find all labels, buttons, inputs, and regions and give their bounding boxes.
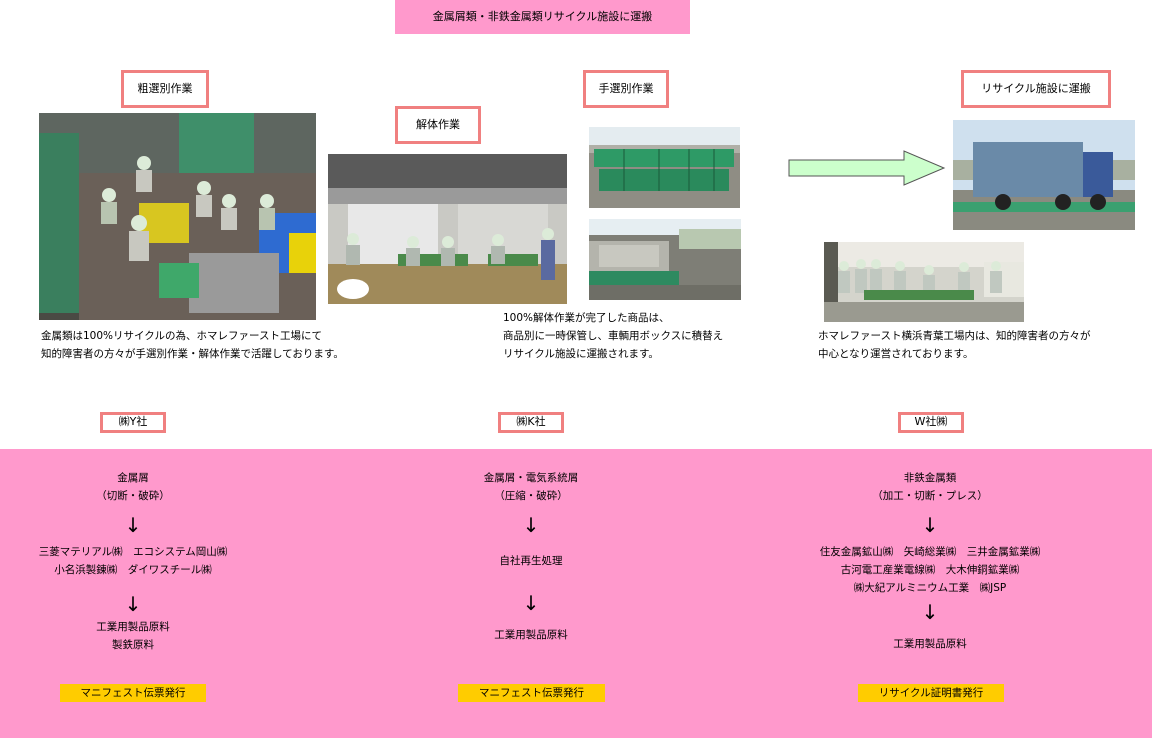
manifest-badge-y: マニフェスト伝票発行 [60, 684, 206, 702]
page-title: 金属屑類・非鉄金属類リサイクル施設に運搬 [395, 0, 690, 34]
down-arrow-icon: ↓ [124, 513, 142, 537]
product-line: 工業用製品原料 [893, 638, 967, 650]
product-line: 工業用製品原料 [96, 621, 170, 633]
flow-column-w: 非鉄金属類 （加工・切断・プレス） ↓ 住友金属鉱山㈱ 矢崎総業㈱ 三井金属鉱業… [798, 469, 1062, 653]
process: （加工・切断・プレス） [872, 490, 988, 502]
caption-left-line-2: 知的障害者の方々が手選別作業・解体作業で活躍しております。 [41, 348, 344, 360]
photo-dismantling [328, 154, 567, 304]
photo-rough-sorting [39, 113, 316, 320]
caption-right: ホマレファースト横浜青葉工場内は、知的障害者の方々が 中心となり運営されておりま… [818, 327, 1090, 363]
company-label-w: W社㈱ [898, 412, 964, 433]
right-arrow-icon [788, 150, 946, 186]
caption-middle-line-3: リサイクル施設に運搬されます。 [503, 348, 659, 360]
manifest-badge-k: マニフェスト伝票発行 [458, 684, 605, 702]
product-line: 製鉄原料 [112, 639, 154, 651]
recycler-line: 小名浜製錬㈱ ダイワスチール㈱ [54, 564, 212, 576]
company-label-k: ㈱K社 [498, 412, 564, 433]
down-arrow-icon: ↓ [522, 591, 540, 615]
photo-staff-group [824, 242, 1024, 322]
down-arrow-icon: ↓ [124, 592, 142, 616]
process: （圧縮・破砕） [494, 490, 568, 502]
caption-left-line-1: 金属類は100%リサイクルの為、ホマレファースト工場にて [41, 330, 322, 342]
down-arrow-icon: ↓ [921, 513, 939, 537]
material: 金属屑 [117, 472, 149, 484]
photo-containers-2 [589, 219, 741, 300]
down-arrow-icon: ↓ [921, 600, 939, 624]
material: 非鉄金属類 [903, 472, 957, 484]
down-arrow-icon: ↓ [522, 513, 540, 537]
recycler-line: ㈱大紀アルミニウム工業 ㈱JSP [853, 582, 1007, 594]
recycling-certificate-badge-w: リサイクル証明書発行 [858, 684, 1004, 702]
product-line: 工業用製品原料 [494, 629, 568, 641]
flow-column-k: 金属屑・電気系統屑 （圧縮・破砕） ↓ 自社再生処理 ↓ 工業用製品原料 [398, 469, 664, 644]
material: 金属屑・電気系統屑 [483, 472, 579, 484]
caption-right-line-2: 中心となり運営されております。 [818, 348, 974, 360]
recycler-line: 自社再生処理 [499, 555, 563, 567]
process: （切断・破砕） [96, 490, 170, 502]
recycler-line: 住友金属鉱山㈱ 矢崎総業㈱ 三井金属鉱業㈱ [819, 546, 1041, 558]
caption-left: 金属類は100%リサイクルの為、ホマレファースト工場にて 知的障害者の方々が手選… [41, 327, 344, 363]
caption-middle-line-2: 商品別に一時保管し、車輌用ボックスに積替え [503, 330, 724, 342]
recycler-line: 三菱マテリアル㈱ エコシステム岡山㈱ [38, 546, 228, 558]
photo-transport-truck [953, 120, 1135, 230]
step-label-hand-sorting: 手選別作業 [583, 70, 669, 108]
caption-middle: 100%解体作業が完了した商品は、 商品別に一時保管し、車輌用ボックスに積替え … [503, 309, 723, 363]
caption-right-line-1: ホマレファースト横浜青葉工場内は、知的障害者の方々が [818, 330, 1091, 342]
step-label-dismantling: 解体作業 [395, 106, 481, 144]
photo-containers-1 [589, 127, 740, 208]
step-label-transport: リサイクル施設に運搬 [961, 70, 1111, 108]
company-label-y: ㈱Y社 [100, 412, 166, 433]
caption-middle-line-1: 100%解体作業が完了した商品は、 [503, 312, 670, 324]
flow-column-y: 金属屑 （切断・破砕） ↓ 三菱マテリアル㈱ エコシステム岡山㈱ 小名浜製錬㈱ … [0, 469, 266, 654]
recycler-line: 古河電工産業電線㈱ 大木伸銅鉱業㈱ [840, 564, 1020, 576]
step-label-rough-sorting: 粗選別作業 [121, 70, 209, 108]
